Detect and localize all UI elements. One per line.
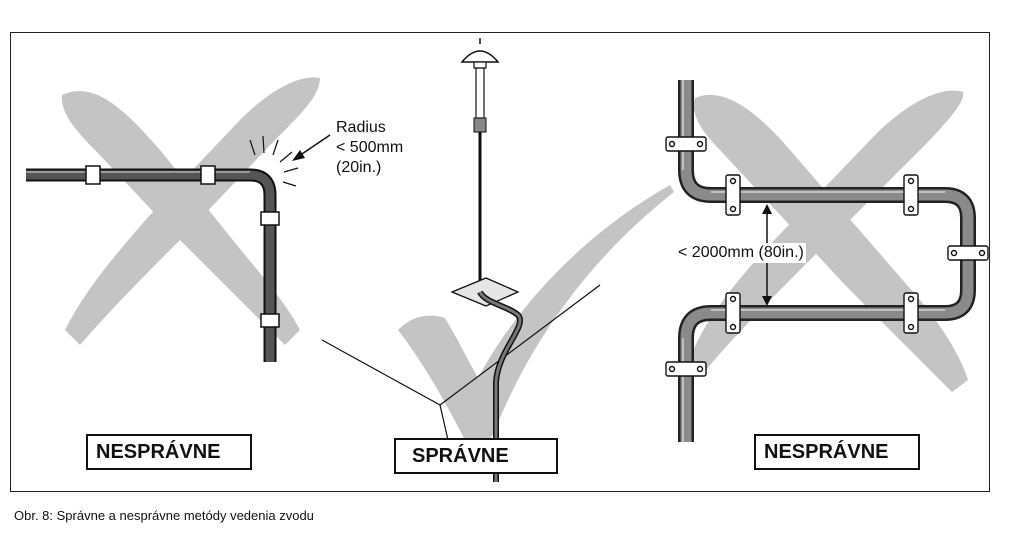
cable-correct [477,290,523,482]
radius-note-line: < 500mm [336,139,404,156]
stress-lines [249,135,299,187]
wrong-x-mark-right [690,90,968,393]
label-incorrect-right: NESPRÁVNE [754,434,920,470]
diagram-frame [10,32,990,492]
spacing-note: < 2000mm (80in.) [676,243,806,263]
mounting-plate [450,277,520,307]
antenna-mast [473,67,487,288]
correct-check-mark [398,185,674,452]
radius-note: Radius < 500mm (20in.) [336,118,403,178]
radius-arrow [292,134,331,161]
label-correct: SPRÁVNE [394,438,558,474]
figure-caption: Obr. 8: Správne a nesprávne metódy veden… [14,508,314,523]
label-incorrect-left: NESPRÁVNE [86,434,252,470]
perspective-lines [321,284,601,441]
radius-note-line: Radius [336,119,386,136]
radius-note-line: (20in.) [336,159,382,176]
cable-clip [85,165,280,328]
antenna-icon [460,38,500,69]
cable-clip [665,136,989,377]
wrong-x-mark-left [61,77,320,345]
